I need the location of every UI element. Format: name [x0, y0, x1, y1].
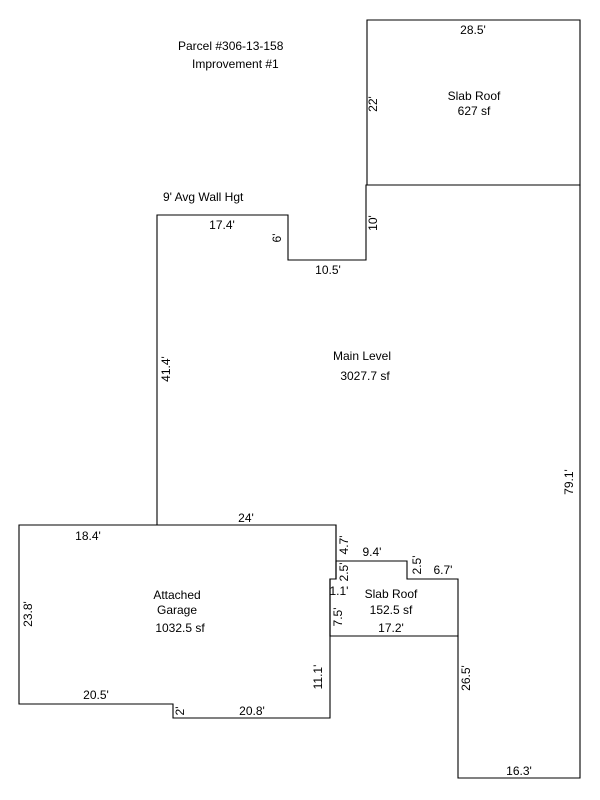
dim-right-wing-left: 26.5' — [459, 665, 473, 691]
dim-right-wing-bottom: 16.3' — [506, 764, 532, 778]
dim-garage-bottom-left: 20.5' — [83, 688, 109, 702]
dim-step-25a: 2.5' — [337, 563, 351, 582]
dim-slab-top-width: 28.5' — [460, 23, 486, 37]
dim-main-left: 41.4' — [159, 356, 173, 382]
main-level-name: Main Level — [333, 349, 391, 363]
slab-roof-top-name: Slab Roof — [448, 89, 501, 103]
dim-notch-depth: 6' — [270, 234, 284, 243]
dim-garage-step: 2' — [173, 707, 187, 716]
dim-garage-top: 18.4' — [75, 529, 101, 543]
garage-outline — [18, 524, 337, 719]
dim-garage-left: 23.8' — [21, 601, 35, 627]
wall-height-label: 9' Avg Wall Hgt — [163, 190, 244, 204]
improvement-label: Improvement #1 — [192, 57, 279, 71]
dim-garage-right: 11.1' — [311, 665, 325, 690]
garage-label-line2: Garage — [157, 603, 197, 617]
dim-step-75: 7.5' — [331, 608, 345, 627]
dim-notch-bottom: 10.5' — [315, 263, 341, 277]
garage-label-line1: Attached — [153, 588, 200, 602]
dim-step-94: 9.4' — [363, 545, 382, 559]
dim-step-67: 6.7' — [434, 563, 453, 577]
parcel-label: Parcel #306-13-158 — [178, 39, 284, 53]
slab-roof-small-area: 152.5 sf — [370, 603, 413, 617]
dim-step-11: 1.1' — [330, 584, 349, 598]
slab-roof-top-area: 627 sf — [458, 104, 491, 118]
main-level-outline — [156, 184, 581, 779]
slab-roof-small-name: Slab Roof — [365, 587, 418, 601]
main-level-area: 3027.7 sf — [340, 369, 390, 383]
garage-area: 1032.5 sf — [155, 621, 205, 635]
dim-main-right: 79.1' — [562, 469, 576, 495]
dim-step-25b: 2.5' — [410, 556, 424, 575]
dim-gap-10: 10' — [366, 215, 380, 231]
dim-main-bottom: 24' — [238, 511, 254, 525]
dim-garage-bottom-right: 20.8' — [239, 704, 265, 718]
dim-slab-left: 22' — [366, 96, 380, 112]
dim-top-wing: 17.4' — [209, 218, 235, 232]
dim-step-47: 4.7' — [337, 536, 351, 555]
slab-roof-small-outline — [329, 560, 459, 637]
dim-slab-small-bottom: 17.2' — [378, 621, 404, 635]
